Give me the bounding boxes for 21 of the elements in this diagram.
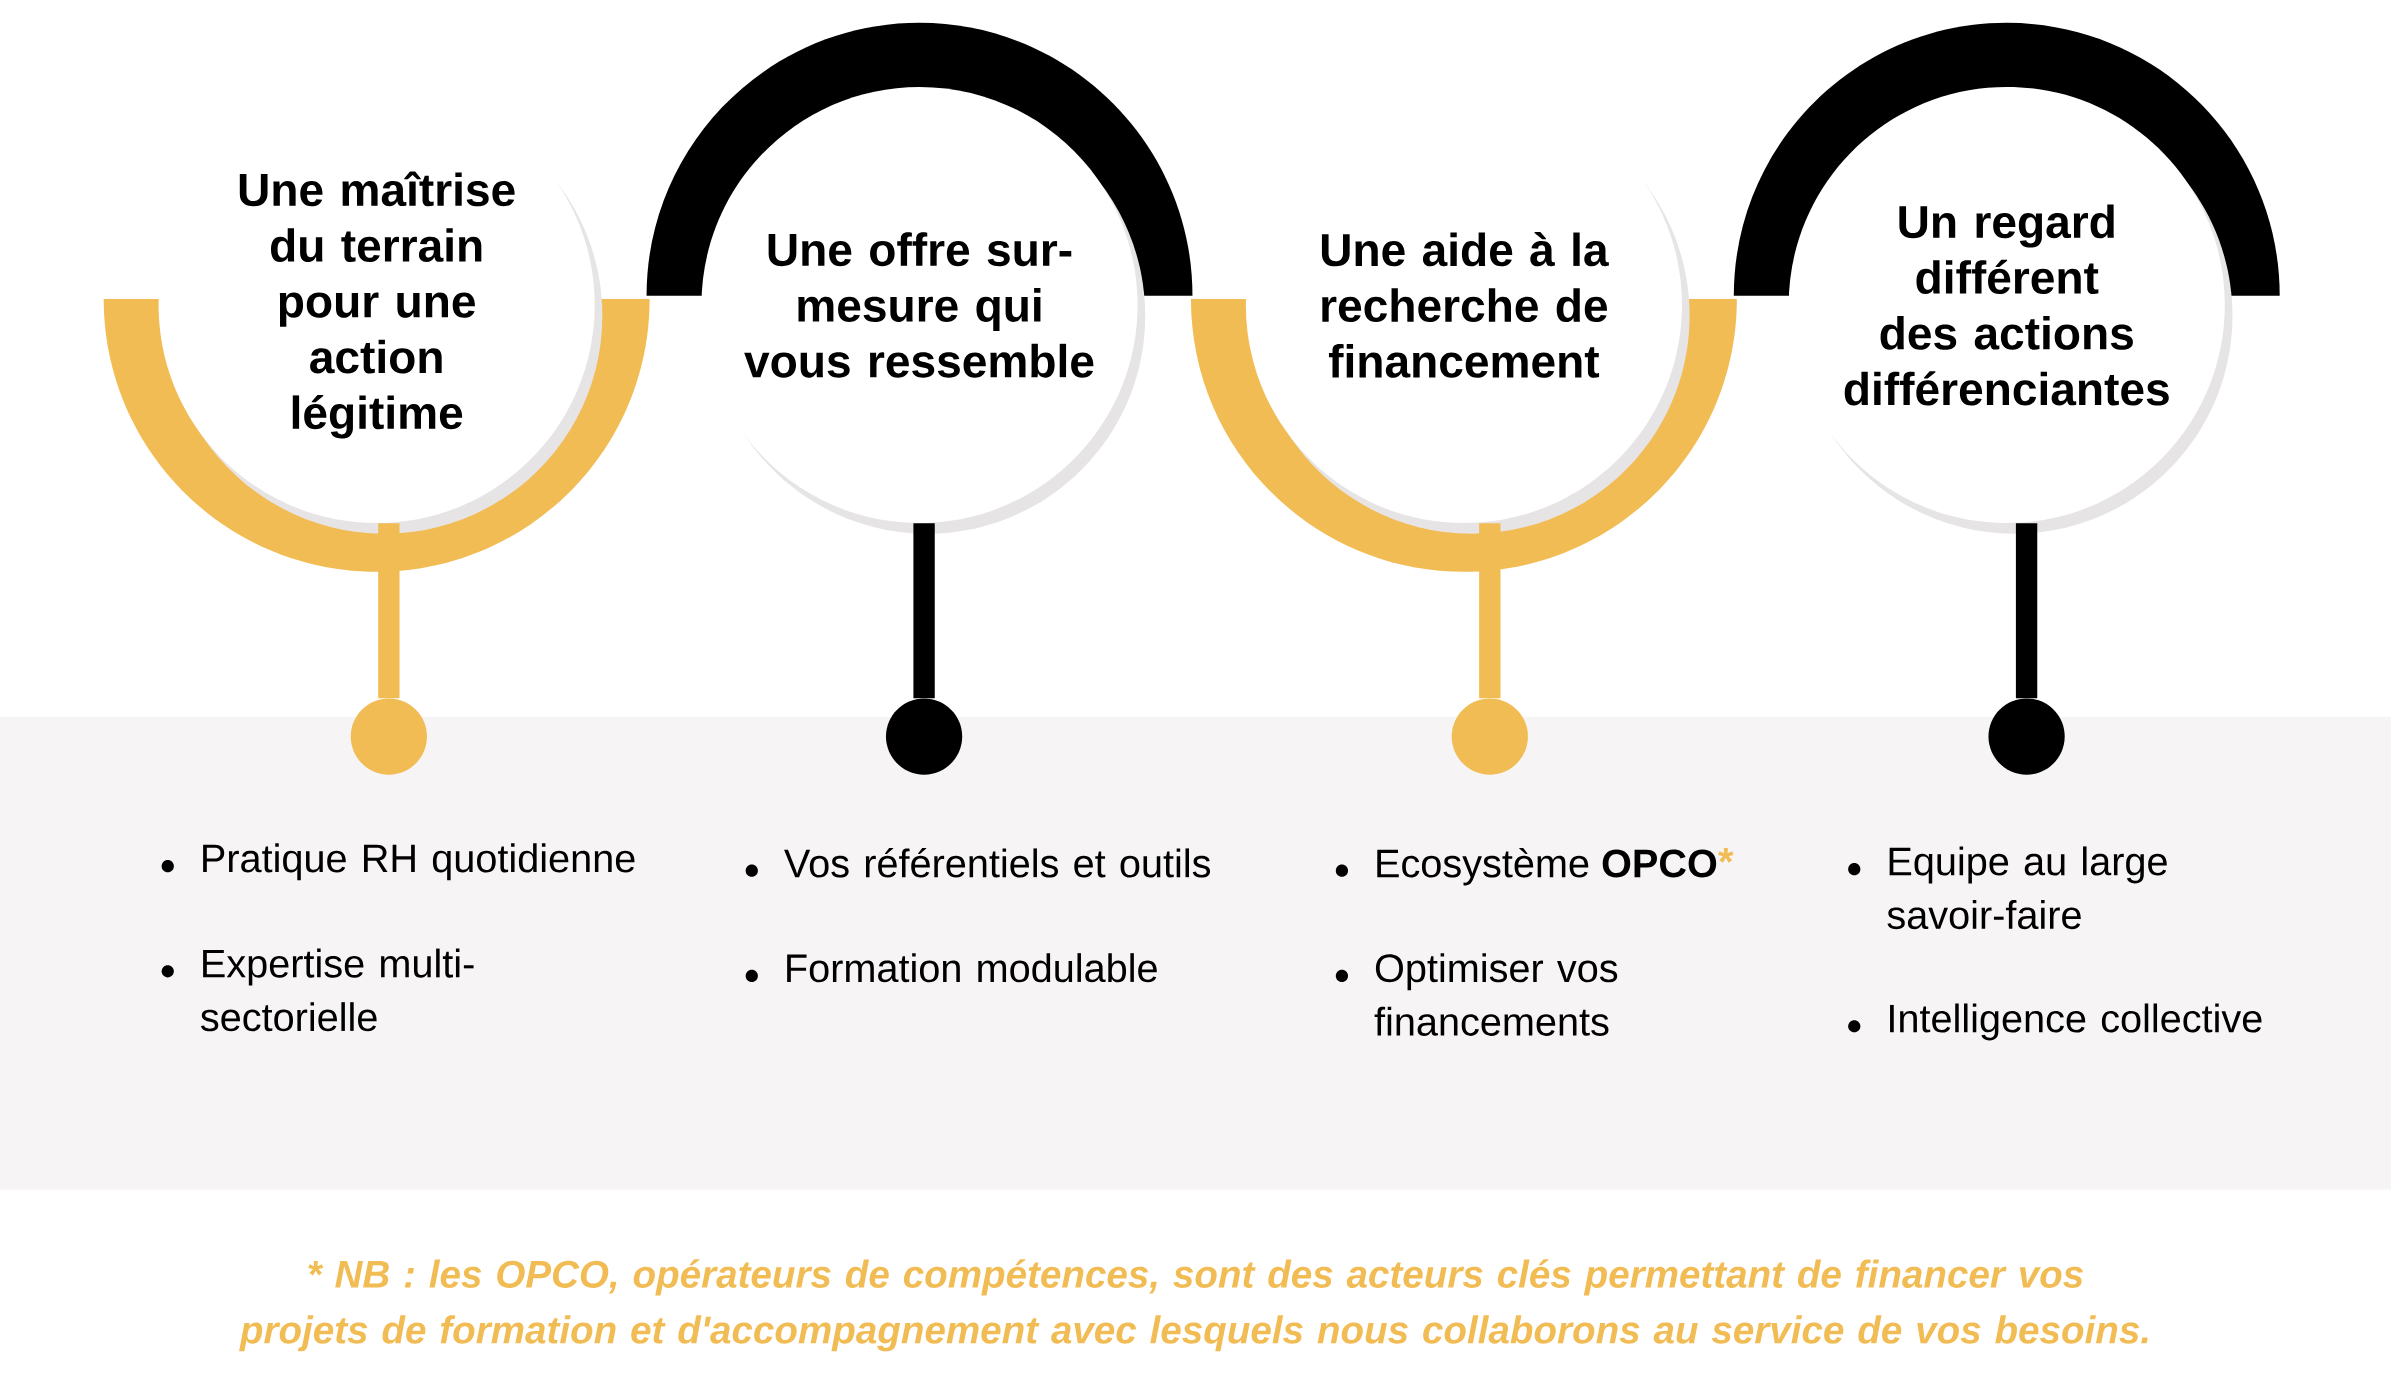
bullet-item: Equipe au large savoir-faire <box>1848 846 2167 930</box>
stem-line <box>1479 523 1501 699</box>
node-label: Une maîtrise du terrain pour une action légitime <box>239 171 515 439</box>
bullet-item: Vos référentiels et outils <box>745 848 1211 878</box>
bullet-item: Intelligence collective <box>1848 1003 2262 1041</box>
bullet-item: Pratique RH quotidienne <box>161 843 635 881</box>
dot <box>350 698 427 775</box>
footnote-text: * NB : les OPCO, opérateurs de compétences, sont des acteurs clés permettant de financer vos projets de formation et d'accompagnement avec lesquels nous collaborons au service de vos besoins. <box>239 1259 2148 1352</box>
bullet-item: Ecosystème OPCO <box>1335 848 1717 886</box>
bullet-item: Formation modulable <box>745 953 1157 983</box>
dot <box>885 698 963 775</box>
stem-line <box>913 523 935 699</box>
dot <box>1988 698 2065 775</box>
stem-line <box>378 523 400 699</box>
bullet-item: Optimiser vos financements <box>1335 953 1618 1036</box>
footnote-mark: * <box>1718 848 1734 863</box>
node-label: Un regard différent des actions différenciantes <box>1844 204 2169 406</box>
node-label: Une aide à la recherche de financement <box>1321 232 1609 378</box>
stem-line <box>2015 523 2038 699</box>
dot <box>1451 698 1528 775</box>
bullet-item: Expertise multi-sectorielle <box>161 948 474 1032</box>
